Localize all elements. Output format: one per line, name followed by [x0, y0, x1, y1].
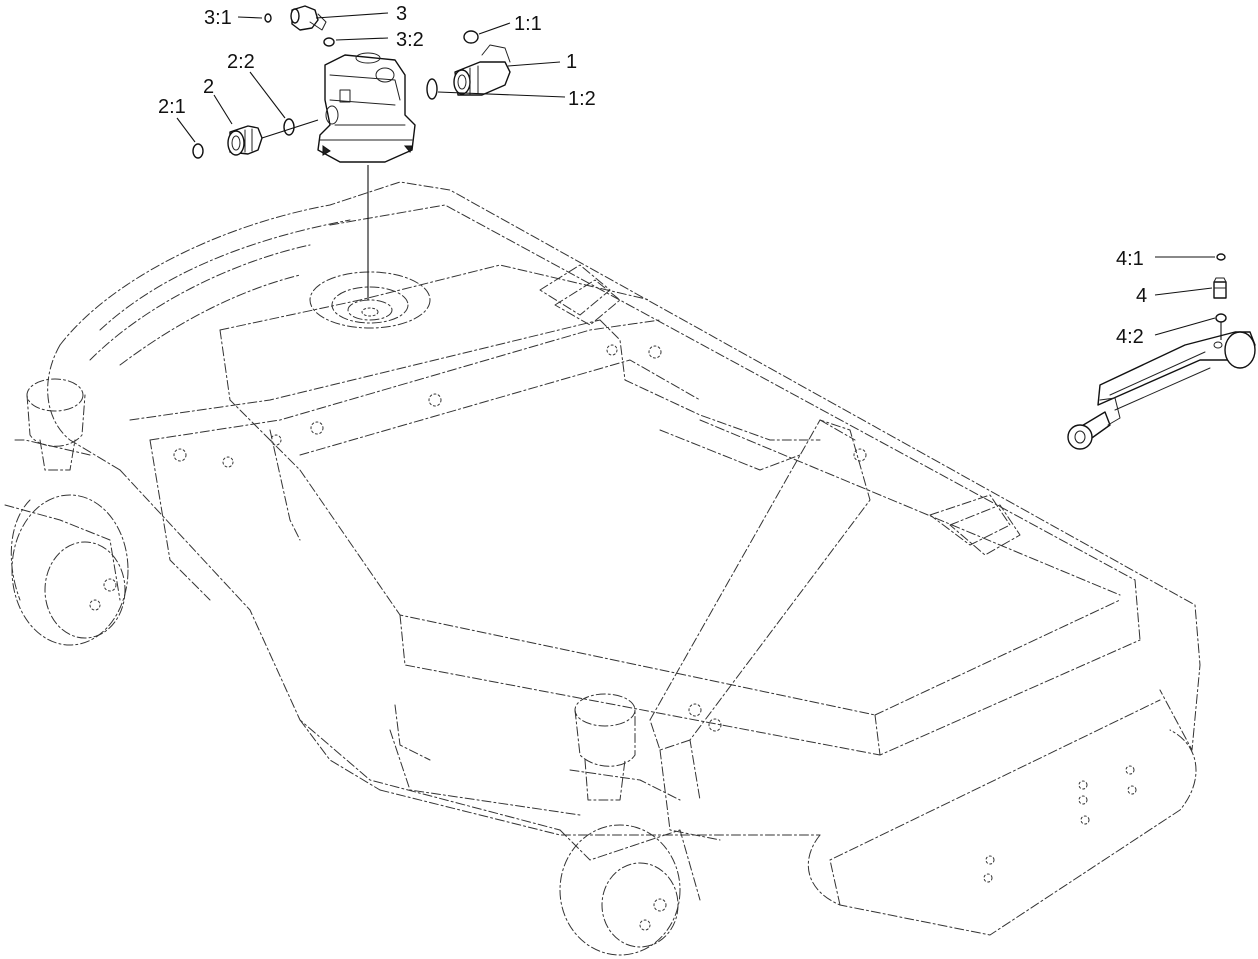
o-ring-3-1 [264, 13, 272, 23]
callout-3-2: 3:2 [396, 29, 424, 51]
hydraulic-cylinder [1067, 331, 1256, 450]
callout-2-1: 2:1 [158, 96, 186, 118]
callout-2: 2 [203, 76, 214, 98]
elbow-fitting-3 [290, 5, 327, 31]
hydraulic-motor [317, 52, 416, 163]
o-ring-2-1 [192, 143, 204, 159]
straight-fitting-2 [227, 125, 263, 156]
o-ring-1-1 [463, 30, 479, 44]
o-ring-1-2 [426, 78, 438, 100]
callout-3: 3 [396, 3, 407, 25]
callout-1-2: 1:2 [568, 88, 596, 110]
callout-2-2: 2:2 [227, 51, 255, 73]
callout-1: 1 [566, 51, 577, 73]
o-ring-3-2 [323, 37, 335, 47]
callout-3-1: 3:1 [204, 7, 232, 29]
o-ring-4-2 [1215, 313, 1227, 323]
fitting-2-axis [261, 119, 319, 139]
o-ring-4-1 [1216, 253, 1226, 261]
callout-4-2: 4:2 [1116, 326, 1144, 348]
cylinder-fitting-4 [1213, 277, 1227, 299]
elbow-fitting-1 [453, 44, 511, 96]
mower-deck [4, 181, 1201, 956]
callout-1-1: 1:1 [514, 13, 542, 35]
leader-lines [176, 12, 1216, 336]
callout-4-1: 4:1 [1116, 248, 1144, 270]
callout-4: 4 [1136, 285, 1147, 307]
o-ring-2-2 [283, 118, 295, 136]
